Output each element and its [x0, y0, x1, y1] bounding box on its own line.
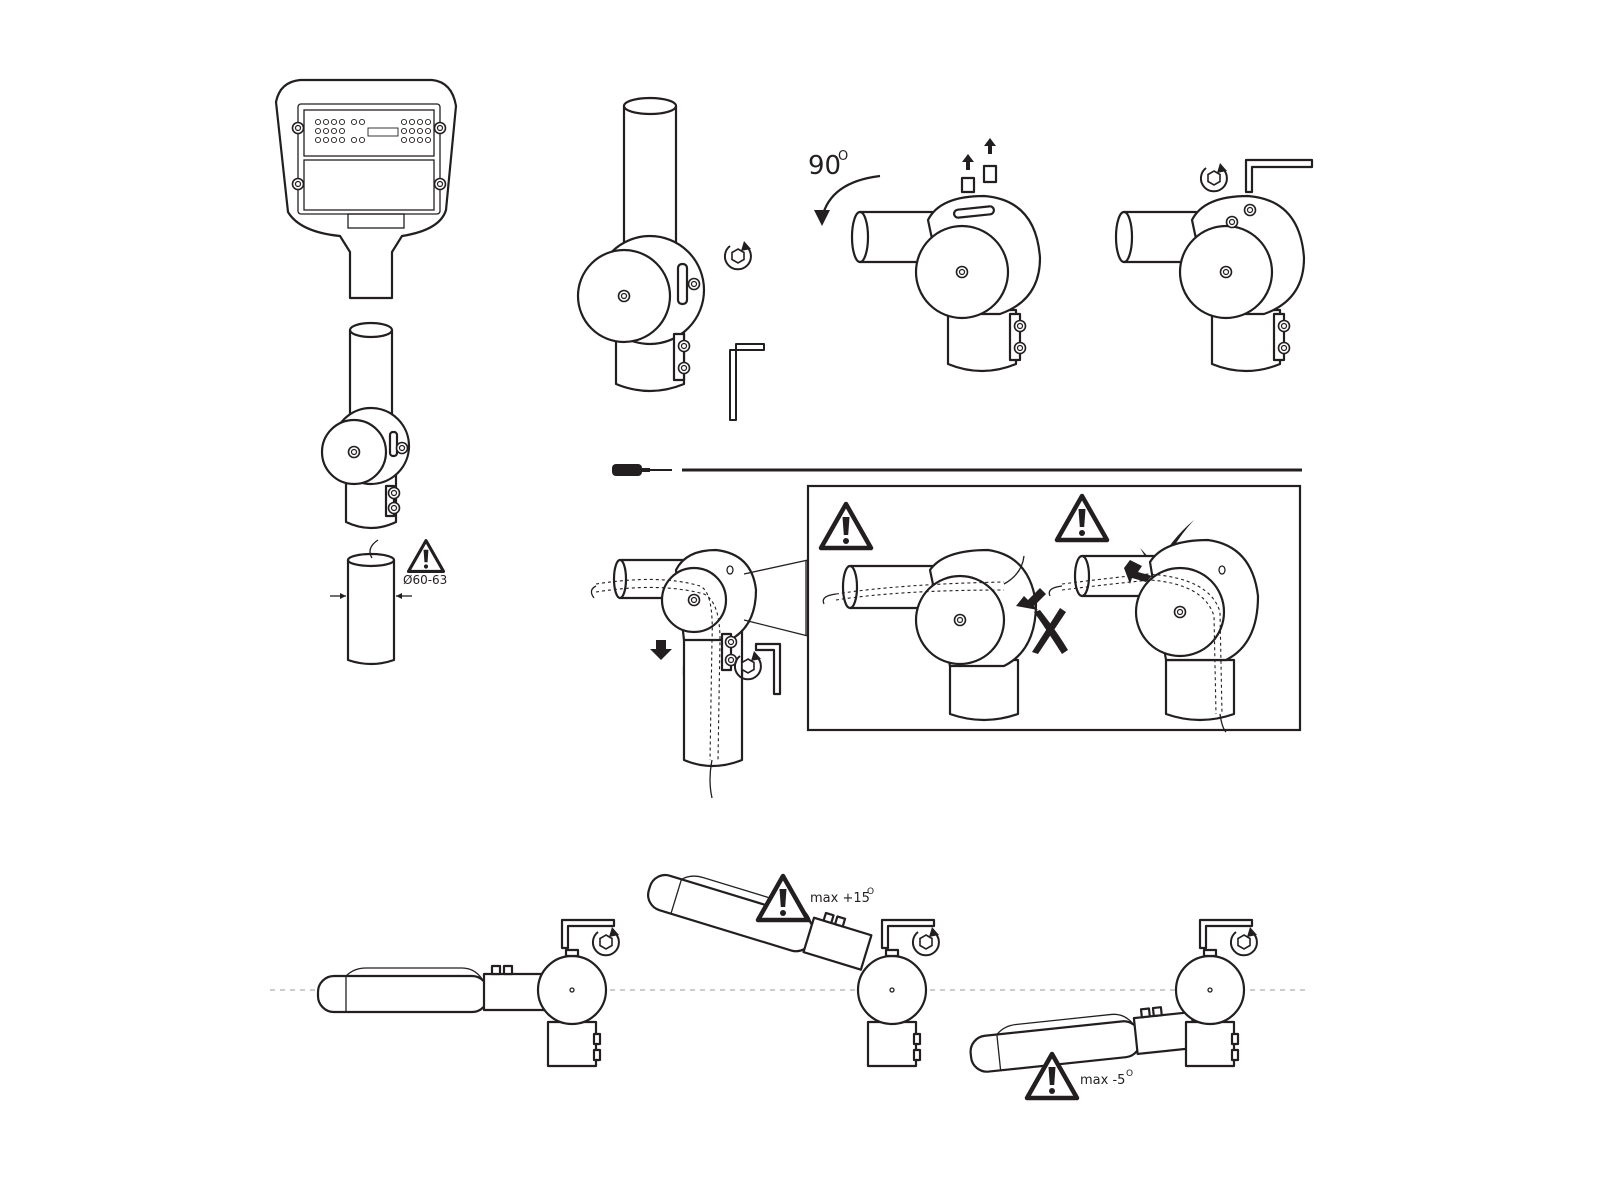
- hex-key-icon: [880, 918, 936, 950]
- hex-key-icon: [729, 343, 765, 421]
- rotate-clockwise-icon: [1229, 926, 1258, 957]
- hex-key-icon: [754, 642, 782, 696]
- rotate-clockwise-icon: [591, 926, 620, 957]
- hex-key-icon: [1198, 918, 1254, 950]
- tilt-down: max -5 O: [969, 918, 1258, 1098]
- rotate-angle-label: 90: [808, 151, 841, 181]
- hex-key-icon: [1244, 158, 1314, 194]
- grub-screws: [960, 138, 998, 194]
- step1-bracket: [320, 321, 411, 530]
- step5-cable-install: [590, 548, 809, 799]
- pointer-arrow-icon: [1124, 560, 1152, 584]
- step2-bracket: [576, 96, 765, 421]
- step3-rotate: 90 O: [808, 138, 1042, 373]
- detail-right: [1048, 496, 1260, 733]
- step4-tighten: [1114, 158, 1314, 373]
- step1-pole: Ø60-63: [330, 539, 447, 666]
- step1-luminaire-head: [274, 78, 458, 300]
- pole-diameter-label: Ø60-63: [403, 573, 447, 587]
- hex-key-icon: [560, 918, 616, 950]
- svg-text:O: O: [867, 887, 874, 897]
- detail-wrong: [821, 504, 1068, 722]
- warning-triangle-icon: [406, 539, 446, 573]
- rotate-clockwise-icon: [1199, 162, 1228, 193]
- screwdriver-icon: [612, 464, 672, 476]
- rotate-clockwise-icon: [911, 926, 940, 957]
- rotate-clockwise-icon: [723, 240, 752, 271]
- tilt-level: [316, 918, 620, 1068]
- warning-triangle-icon: [758, 876, 808, 920]
- pointer-arrow-icon: [1016, 588, 1046, 610]
- tilt-max-down-label: max -5: [1080, 1073, 1125, 1088]
- svg-text:O: O: [838, 149, 848, 164]
- down-arrow-icon: [650, 640, 672, 660]
- svg-text:O: O: [1126, 1069, 1133, 1079]
- tilt-max-up-label: max +15: [810, 891, 870, 906]
- tilt-up: max +15 O: [647, 862, 940, 1068]
